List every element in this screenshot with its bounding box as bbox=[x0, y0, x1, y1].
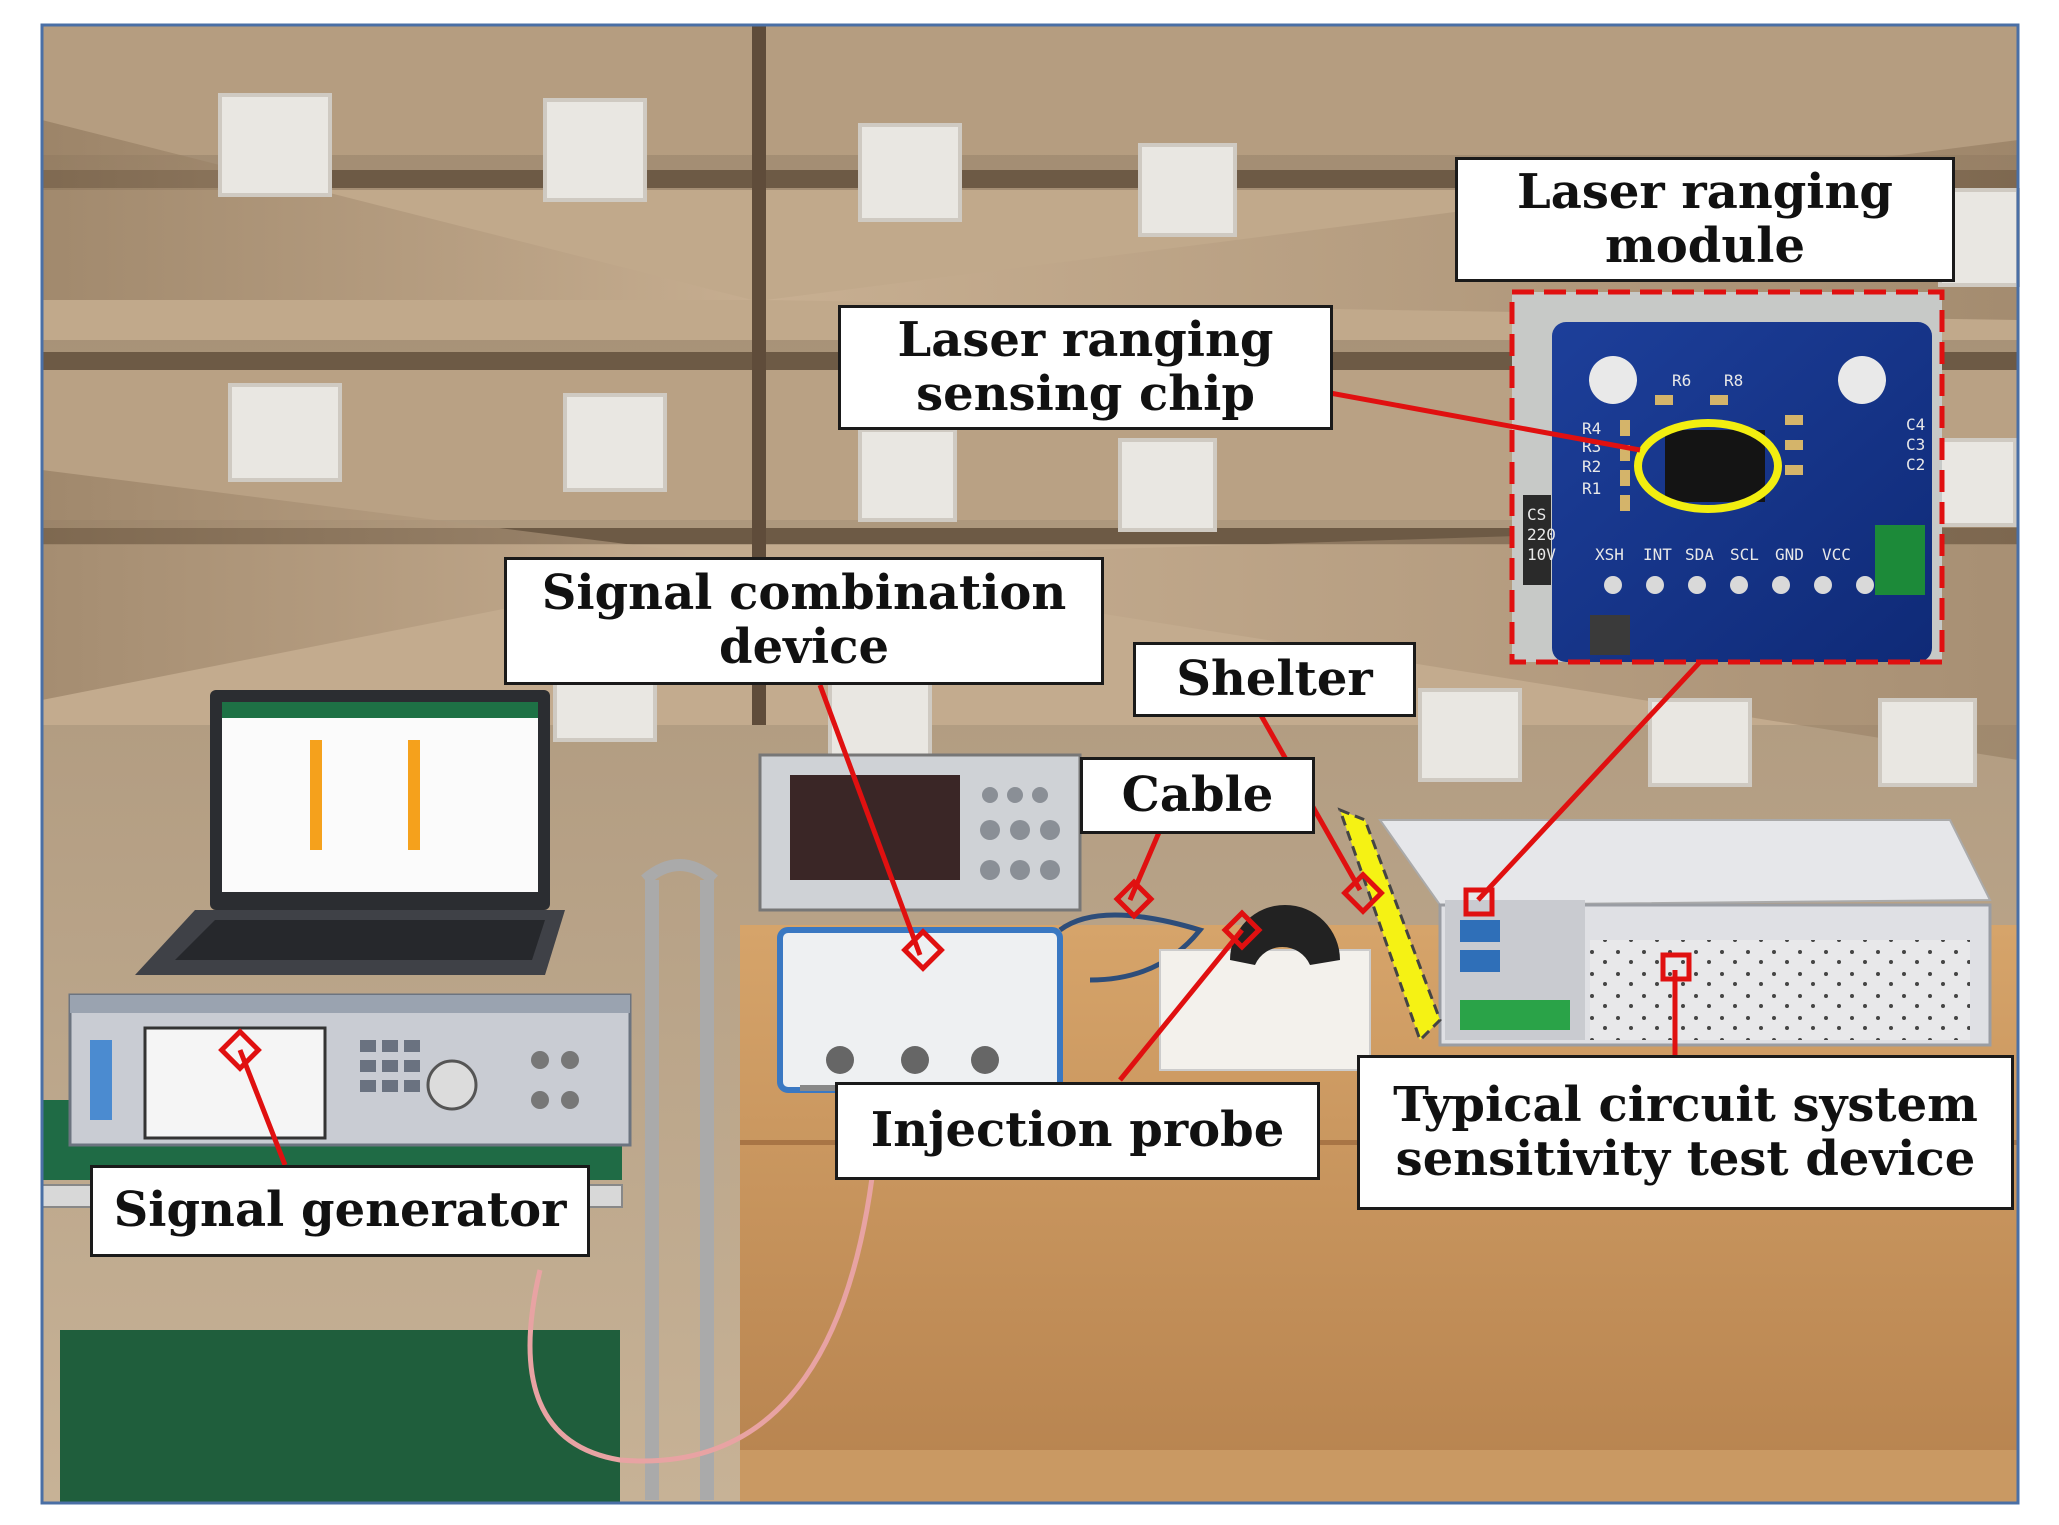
label-typical-circuit-system-text: Typical circuit system sensitivity test … bbox=[1393, 1076, 1978, 1187]
laptop bbox=[135, 690, 565, 975]
label-cable-text: Cable bbox=[1121, 766, 1274, 823]
label-laser-ranging-sensing-chip: Laser ranging sensing chip bbox=[838, 305, 1333, 430]
label-signal-combination-device-text: Signal combination device bbox=[541, 565, 1067, 675]
inset-silkscreen: R6 R8 R4 R3 R2 R1 C4 C3 C2 XSH INT SDA S… bbox=[1527, 371, 1925, 564]
label-injection-probe: Injection probe bbox=[835, 1082, 1320, 1180]
chip-highlight-ring bbox=[1634, 419, 1782, 513]
label-typical-circuit-system: Typical circuit system sensitivity test … bbox=[1357, 1055, 2014, 1210]
svg-text:220: 220 bbox=[1527, 525, 1556, 544]
callout-lines bbox=[237, 390, 1702, 1166]
svg-text:XSH: XSH bbox=[1595, 545, 1624, 564]
label-laser-ranging-module-text: Laser ranging module bbox=[1517, 163, 1893, 274]
svg-text:C2: C2 bbox=[1906, 455, 1925, 474]
svg-text:10V: 10V bbox=[1527, 545, 1556, 564]
svg-text:CS: CS bbox=[1527, 505, 1546, 524]
test-device-chassis bbox=[1378, 819, 1992, 1047]
label-laser-ranging-sensing-chip-text: Laser ranging sensing chip bbox=[897, 311, 1274, 422]
marker-squares bbox=[218, 871, 1692, 1072]
label-shelter: Shelter bbox=[1133, 642, 1416, 717]
signal-generator-device bbox=[68, 993, 632, 1147]
label-laser-ranging-module: Laser ranging module bbox=[1455, 157, 1955, 282]
label-signal-generator: Signal generator bbox=[90, 1165, 590, 1257]
svg-text:R8: R8 bbox=[1724, 371, 1743, 390]
injection-probe-fixture bbox=[1159, 905, 1371, 1071]
svg-text:SCL: SCL bbox=[1730, 545, 1759, 564]
svg-text:C4: C4 bbox=[1906, 415, 1925, 434]
oscilloscope bbox=[758, 753, 1082, 912]
label-signal-generator-text: Signal generator bbox=[113, 1182, 567, 1239]
label-cable: Cable bbox=[1080, 757, 1315, 834]
svg-text:C3: C3 bbox=[1906, 435, 1925, 454]
label-shelter-text: Shelter bbox=[1176, 650, 1373, 707]
pink-cable bbox=[527, 1089, 883, 1464]
laser-module-inset bbox=[1509, 289, 1945, 665]
figure-frame bbox=[40, 23, 2020, 1505]
svg-text:INT: INT bbox=[1643, 545, 1672, 564]
svg-text:R6: R6 bbox=[1672, 371, 1691, 390]
svg-text:R1: R1 bbox=[1582, 479, 1601, 498]
shelter-highlight bbox=[1337, 807, 1442, 1043]
svg-text:GND: GND bbox=[1775, 545, 1804, 564]
svg-text:SDA: SDA bbox=[1685, 545, 1714, 564]
svg-text:R4: R4 bbox=[1582, 419, 1601, 438]
cable-line bbox=[1058, 912, 1205, 983]
svg-text:VCC: VCC bbox=[1822, 545, 1851, 564]
label-signal-combination-device: Signal combination device bbox=[504, 557, 1104, 685]
svg-text:R2: R2 bbox=[1582, 457, 1601, 476]
label-injection-probe-text: Injection probe bbox=[870, 1102, 1285, 1159]
